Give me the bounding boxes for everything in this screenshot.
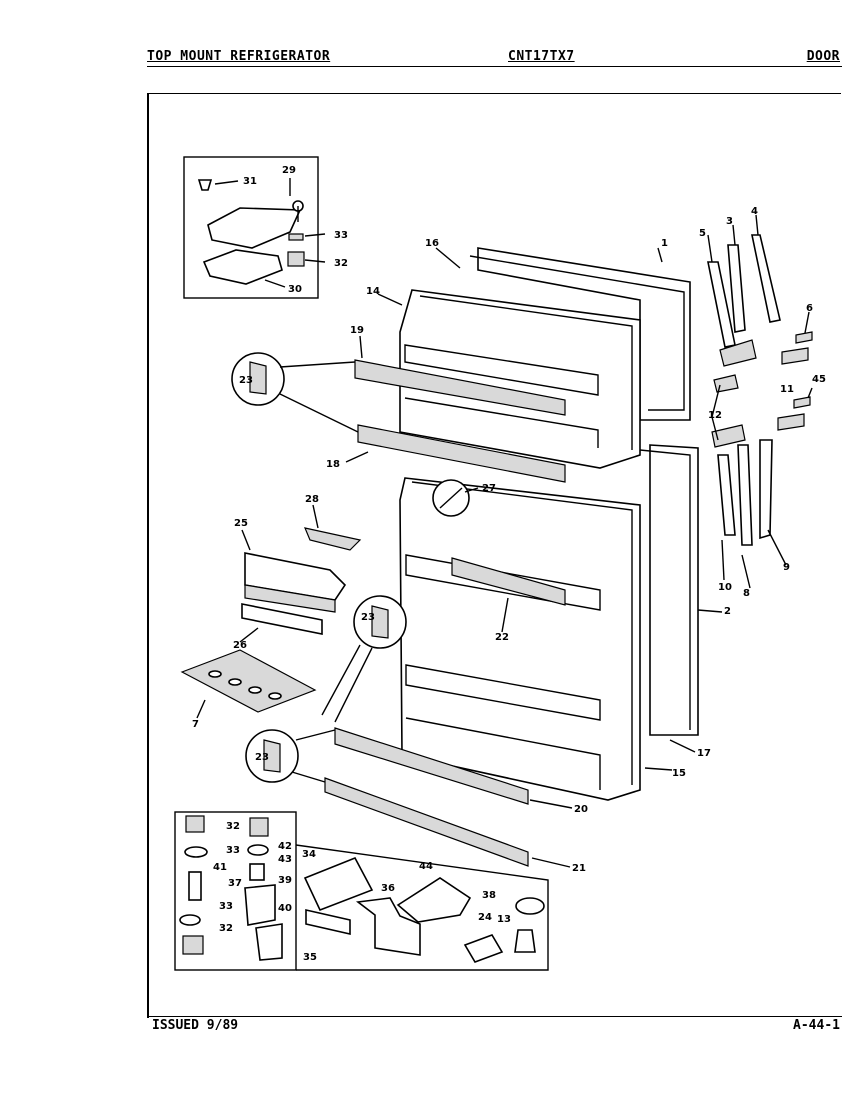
callout-23-top: 23 (239, 375, 253, 386)
leader-lines (196, 214, 813, 868)
callout-34: 34 (302, 849, 316, 860)
inset-box-top-hinge (183, 156, 319, 299)
footer-page-code: A-44-1 (793, 1018, 840, 1033)
cam-24 (463, 934, 504, 963)
callout-9: 9 (783, 562, 790, 573)
callout-33-inset-upper: 33 (226, 845, 240, 856)
callout-22: 22 (495, 632, 509, 643)
header-model-number: CNT17TX7 (508, 49, 575, 64)
callout-17: 17 (697, 748, 711, 759)
footer-rule (147, 1016, 842, 1017)
callout-40: 40 (278, 903, 292, 914)
freezer-door-shelf-19 (354, 359, 566, 416)
callout-23-bottom: 23 (255, 752, 269, 763)
callout-39: 39 (278, 875, 292, 886)
callout-33-inset-lower: 33 (219, 901, 233, 912)
callout-12: 12 (708, 410, 722, 421)
callout-32-top: 32 (334, 258, 348, 269)
freezer-door-shelf-18 (357, 424, 566, 483)
callout-35: 35 (303, 952, 317, 963)
callout-33-top: 33 (334, 230, 348, 241)
freezer-door-liner (399, 289, 641, 469)
callout-3: 3 (726, 216, 733, 227)
callout-42: 42 (278, 841, 292, 852)
hinge-plate-34 (303, 856, 374, 912)
diagram-frame (147, 93, 841, 1018)
header-left-title: TOP MOUNT REFRIGERATOR (147, 49, 331, 64)
callout-15: 15 (672, 768, 686, 779)
callout-19: 19 (350, 325, 364, 336)
callout-41: 41 (213, 862, 227, 873)
callout-13: 13 (497, 914, 511, 925)
detail-circle-23-bottom (245, 729, 336, 783)
callout-6: 6 (806, 303, 813, 314)
callout-18: 18 (326, 459, 340, 470)
callout-1: 1 (661, 238, 668, 249)
callout-20: 20 (574, 804, 588, 815)
gasket-pieces-6-11-45 (777, 331, 813, 431)
callout-37: 37 (228, 878, 242, 889)
callout-26: 26 (233, 640, 247, 651)
footer-issue-date: ISSUED 9/89 (152, 1018, 239, 1033)
callout-29: 29 (282, 165, 296, 176)
door-shelf-21 (324, 777, 529, 867)
egg-tray-7 (180, 649, 317, 713)
callout-44: 44 (419, 861, 433, 872)
callout-32-inset-lower: 32 (219, 923, 233, 934)
hinge-straps-right (707, 234, 781, 546)
callout-45: 45 (812, 374, 826, 385)
callout-10: 10 (718, 582, 732, 593)
butter-compartment-25 (244, 552, 347, 613)
closer-13 (514, 929, 536, 953)
callout-30: 30 (288, 284, 302, 295)
callout-28: 28 (305, 494, 319, 505)
callout-4: 4 (751, 206, 758, 217)
header-rule (147, 66, 842, 67)
callout-8: 8 (743, 588, 750, 599)
callout-25: 25 (234, 518, 248, 529)
callout-11: 11 (780, 384, 794, 395)
shim-35 (305, 908, 351, 936)
callout-23-mid: 23 (361, 612, 375, 623)
butter-door-label-26 (241, 603, 323, 635)
detail-circle-23-top (231, 352, 359, 433)
callout-27: 27 (482, 483, 496, 494)
header-section-title: DOOR (806, 49, 840, 64)
callout-14: 14 (366, 286, 380, 297)
plate-44 (396, 877, 472, 923)
bracket-36 (355, 897, 421, 956)
fresh-food-door-outer-panel (639, 444, 699, 736)
callout-2: 2 (724, 606, 731, 617)
callout-38: 38 (482, 890, 496, 901)
plug-38 (515, 897, 545, 915)
bottom-hinge-hardware (179, 815, 283, 961)
callout-21: 21 (572, 863, 586, 874)
fresh-food-door-liner (399, 477, 641, 801)
bottom-parts-frame (295, 844, 549, 971)
callout-numbers: 1 2 3 4 5 6 7 8 9 10 11 12 13 14 15 16 1… (192, 165, 826, 963)
callout-43: 43 (278, 854, 292, 865)
callout-5: 5 (699, 228, 706, 239)
callout-24: 24 (478, 912, 492, 923)
callout-16: 16 (425, 238, 439, 249)
inset-box-bottom-hinge (174, 811, 297, 971)
detail-circle-23-mid (321, 595, 407, 723)
callout-32-inset-upper: 32 (226, 821, 240, 832)
top-hinge-assembly (197, 179, 305, 285)
door-shelf-22 (451, 557, 566, 606)
butter-door-28 (304, 527, 362, 551)
callout-7: 7 (192, 719, 199, 730)
callout-36: 36 (381, 883, 395, 894)
detail-circle-27 (432, 479, 470, 517)
callout-31: 31 (243, 176, 257, 187)
door-shelf-20 (334, 727, 529, 805)
